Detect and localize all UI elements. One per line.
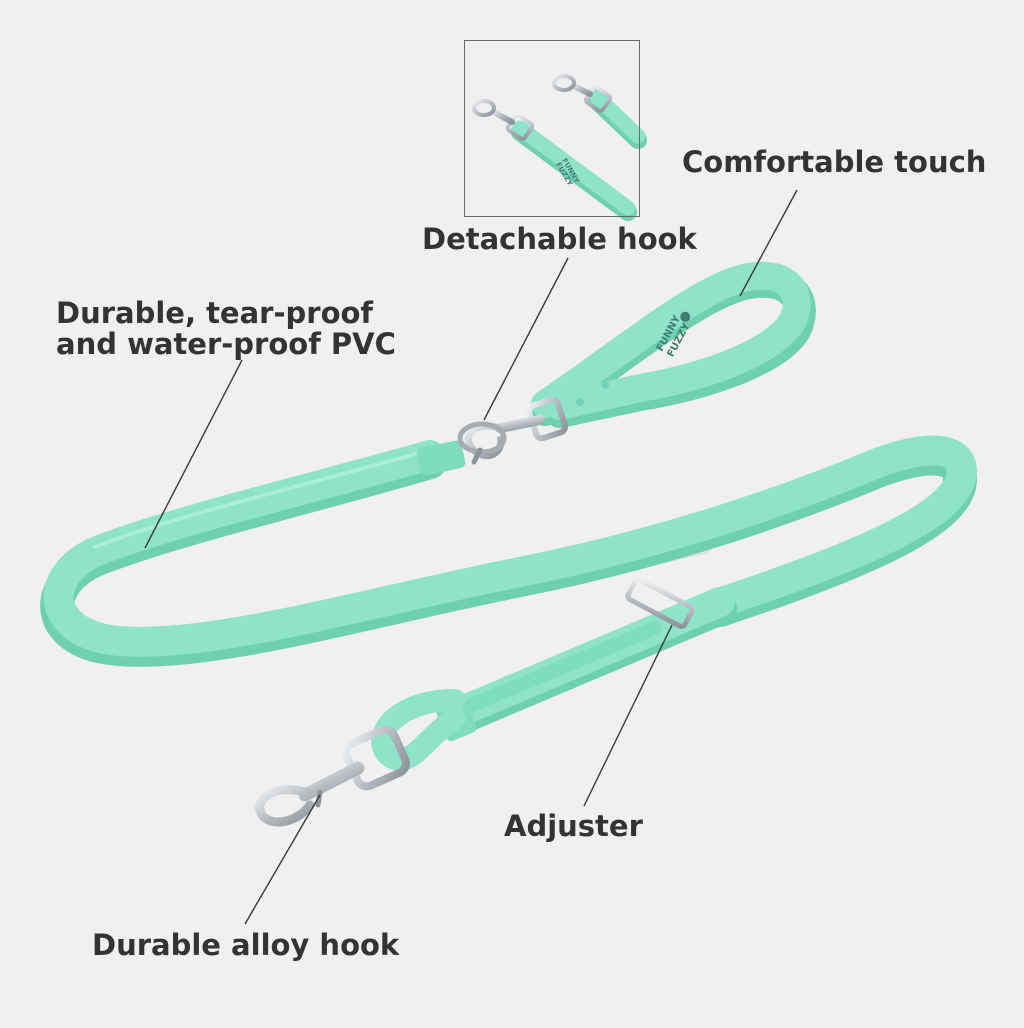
- snap-hook-icon: [255, 725, 410, 827]
- leader-alloy-hook: [244, 794, 321, 925]
- label-pvc-line1: Durable, tear-proof: [56, 296, 374, 330]
- label-detachable-hook: Detachable hook: [422, 222, 697, 256]
- detachable-hook-icon: [457, 396, 568, 465]
- label-alloy-hook: Durable alloy hook: [92, 928, 400, 962]
- adjuster-strap: [371, 587, 737, 772]
- label-adjuster: Adjuster: [504, 809, 643, 843]
- label-comfortable-touch: Comfortable touch: [682, 145, 987, 179]
- inset-detachable-ends: FUNNY FUZZY: [472, 74, 647, 221]
- slide-buckle-icon: [625, 577, 695, 629]
- leader-detachable-hook: [483, 257, 569, 421]
- leader-lines: [144, 189, 798, 925]
- label-pvc-line2: and water-proof PVC: [56, 327, 396, 361]
- leader-pvc: [144, 359, 243, 549]
- leash-main-strap: [40, 435, 977, 667]
- detachable-hook-inset-frame: [464, 40, 640, 217]
- leader-adjuster: [583, 624, 673, 807]
- leader-comfortable-touch: [739, 189, 798, 297]
- leash-handle-loop: [416, 261, 816, 476]
